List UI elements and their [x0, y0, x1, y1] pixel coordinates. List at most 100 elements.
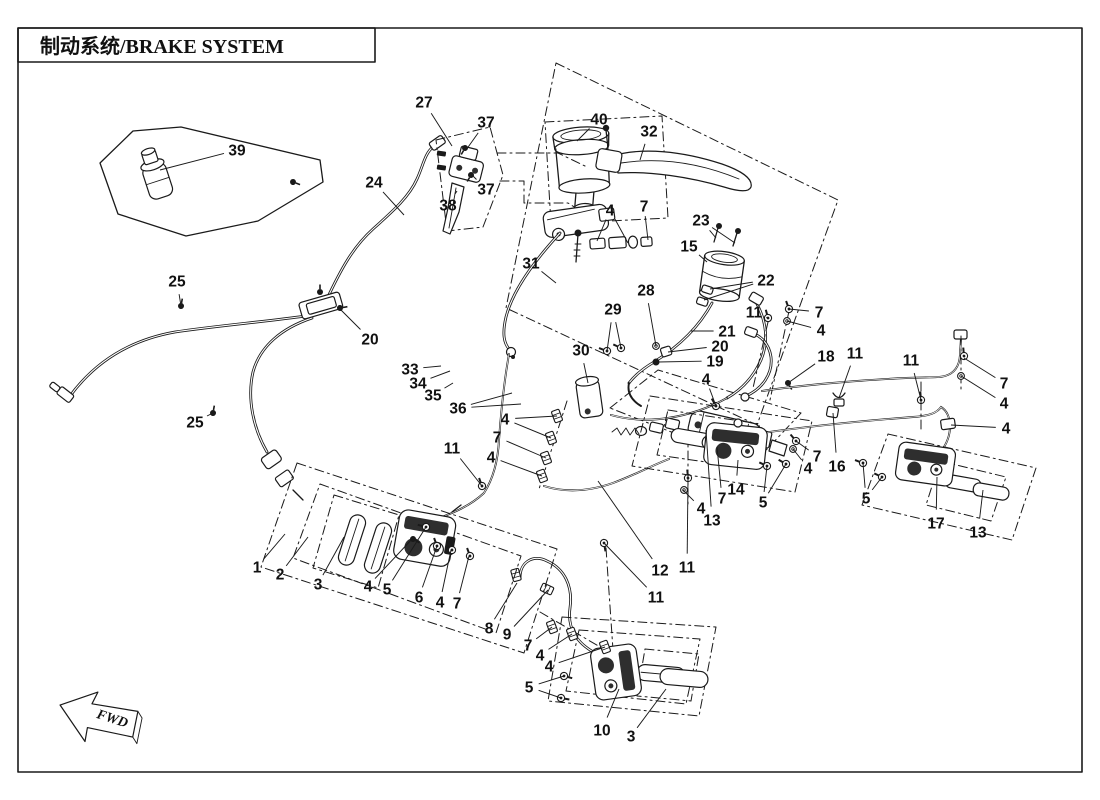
part-label-5: 5	[525, 680, 534, 697]
leader-line	[832, 412, 837, 453]
part-label-11: 11	[648, 590, 665, 607]
leader-line	[644, 216, 649, 241]
center-brake-lines	[428, 353, 693, 664]
front-master-cylinder-assembly	[502, 62, 839, 426]
part-label-4: 4	[487, 450, 496, 467]
part-label-7: 7	[813, 449, 822, 466]
leader-line	[709, 388, 717, 407]
part-label-5: 5	[383, 582, 392, 599]
part-label-4: 4	[436, 595, 445, 612]
leader-line	[603, 542, 648, 588]
leader-line	[788, 308, 809, 312]
leader-line	[541, 271, 557, 284]
bolt-icon	[462, 545, 476, 562]
part-label-3: 3	[627, 729, 636, 746]
leader-line	[339, 308, 361, 330]
part-label-4: 4	[817, 323, 826, 340]
screw-icon	[288, 177, 302, 189]
leader-line	[787, 363, 816, 384]
leader-line	[767, 463, 787, 494]
leader-line	[657, 360, 702, 363]
leader-line	[513, 589, 549, 627]
leader-line	[493, 582, 518, 620]
leader-line	[862, 462, 866, 488]
part-label-34: 34	[409, 376, 427, 393]
fwd-arrow: FWD	[59, 691, 143, 745]
bolt-icon	[781, 298, 795, 315]
part-label-21: 21	[718, 324, 736, 341]
leader-line	[470, 392, 513, 405]
brake-caliper-body	[703, 422, 768, 470]
washer-icon	[680, 486, 688, 494]
part-label-7: 7	[718, 491, 727, 508]
right-caliper-assembly	[852, 433, 1037, 541]
part-label-11: 11	[444, 441, 461, 458]
leader-line	[935, 476, 938, 510]
bolt-icon	[786, 431, 803, 448]
part-label-22: 22	[757, 273, 774, 290]
part-label-4: 4	[1000, 396, 1009, 413]
leader-line	[206, 412, 214, 417]
leader-line	[465, 132, 479, 151]
part-label-19: 19	[706, 354, 724, 371]
leader-line	[263, 533, 286, 560]
part-label-20: 20	[711, 339, 728, 356]
part-label-13: 13	[703, 513, 721, 530]
bolt-icon	[316, 283, 324, 296]
cable-junction-20	[298, 291, 344, 320]
part-label-8: 8	[485, 621, 494, 638]
center-right-caliper-assembly	[631, 395, 813, 494]
leader-line	[596, 219, 607, 242]
part-label-3: 3	[314, 577, 323, 594]
leader-line	[583, 363, 589, 384]
part-label-4: 4	[501, 412, 510, 429]
cable-clip-icon	[176, 297, 187, 311]
part-label-4: 4	[545, 659, 554, 676]
switch-bracket-39	[99, 126, 324, 237]
leader-line	[763, 465, 768, 492]
leader-line	[792, 448, 803, 461]
leader-line	[795, 440, 809, 451]
part-label-5: 5	[759, 495, 768, 512]
leader-line	[506, 440, 547, 459]
part-label-7: 7	[815, 305, 824, 322]
leader-line	[444, 382, 454, 389]
part-label-6: 6	[415, 590, 424, 607]
leader-line	[686, 477, 689, 554]
leader-line	[374, 537, 414, 579]
brake-lever-32	[595, 124, 752, 192]
part-label-32: 32	[640, 124, 657, 141]
part-label-4: 4	[606, 203, 615, 220]
leader-line	[558, 646, 606, 664]
part-label-30: 30	[572, 343, 589, 360]
leader-line	[514, 422, 552, 439]
title-box	[17, 27, 376, 63]
leader-line	[285, 536, 309, 567]
part-label-11: 11	[847, 346, 864, 363]
part-label-12: 12	[651, 563, 668, 580]
leader-line	[538, 689, 562, 699]
part-label-24: 24	[365, 175, 383, 192]
bolt-icon	[596, 343, 613, 357]
leader-line	[159, 152, 225, 171]
leader-line	[786, 320, 812, 328]
leader-line	[639, 143, 646, 161]
pipe-fitting-icon	[539, 582, 555, 596]
part-label-13: 13	[969, 525, 987, 542]
right-brake-pipes	[748, 329, 969, 462]
leader-line	[711, 227, 736, 244]
part-label-18: 18	[817, 349, 835, 366]
leader-line	[703, 283, 754, 301]
part-label-4: 4	[702, 372, 711, 389]
part-label-11: 11	[679, 560, 696, 577]
part-label-5: 5	[862, 491, 871, 508]
page-title: 制动系统/BRAKE SYSTEM	[40, 34, 284, 58]
part-label-2: 2	[276, 567, 285, 584]
part-label-27: 27	[415, 95, 432, 112]
leader-line	[709, 229, 717, 239]
part-label-31: 31	[522, 256, 540, 273]
rear-bottom-caliper-assembly	[545, 616, 717, 717]
